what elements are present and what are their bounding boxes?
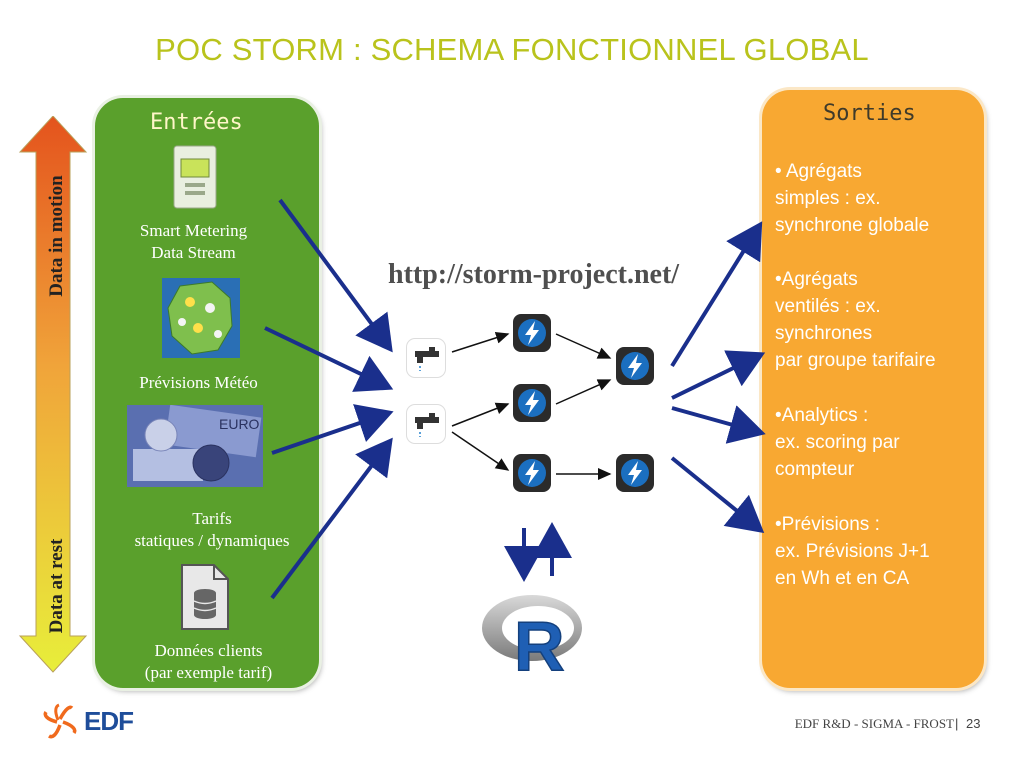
arrow-input-to-spout: [264, 326, 394, 392]
outputs-panel: [762, 90, 984, 688]
storm-bolt-icon: [513, 314, 551, 352]
smart-meter-icon: [173, 145, 217, 209]
storm-bolt-icon: [616, 347, 654, 385]
storm-bolt-icon: [513, 454, 551, 492]
input-label-weather: Prévisions Météo: [139, 373, 258, 392]
arrow-to-output: [670, 221, 763, 368]
input-label-customer-data: Données clients (par exemple tarif): [144, 641, 273, 682]
edf-logo-icon: [43, 703, 77, 739]
spout-tap-icon: [407, 339, 445, 377]
spout-tap-icon: [407, 405, 445, 443]
svg-text:R: R: [514, 607, 565, 674]
input-label-tariffs: Tarifs statiques / dynamiques: [134, 509, 290, 550]
storm-bolt-icon: [513, 384, 551, 422]
arrow-input-to-spout: [271, 404, 394, 455]
page-number: 23: [966, 716, 981, 731]
edf-logo-text: EDF: [84, 706, 134, 736]
input-label-smart-metering: Smart Metering Data Stream: [139, 221, 248, 262]
r-logo-icon: R: [482, 595, 582, 674]
arrow-to-output: [671, 350, 766, 400]
storm-bolt-icon: [616, 454, 654, 492]
topology-edge: [451, 402, 510, 427]
project-url: http://storm-project.net/: [388, 259, 680, 290]
data-state-arrow: [18, 116, 88, 673]
arrow-to-output: [670, 456, 765, 534]
topology-edge: [555, 379, 612, 405]
topology-edge: [555, 333, 612, 359]
money-icon: EURO: [127, 405, 263, 487]
topology-edge: [451, 431, 510, 471]
slide-title: POC STORM : SCHEMA FONCTIONNEL GLOBAL: [155, 32, 869, 67]
database-file-icon: [181, 564, 229, 630]
arrow-input-to-spout: [270, 437, 393, 600]
weather-map-icon: [162, 278, 240, 358]
footer-text: EDF R&D - SIGMA - FROST: [794, 716, 954, 731]
output-item: •Prévisions : ex. Prévisions J+1 en Wh e…: [775, 514, 930, 589]
topology-edge: [451, 331, 510, 353]
output-item: • Agrégats simples : ex. synchrone globa…: [775, 161, 930, 236]
svg-text:EURO: EURO: [219, 416, 260, 432]
footer-separator: |: [955, 716, 959, 731]
output-item: •Analytics : ex. scoring par compteur: [775, 405, 900, 480]
outputs-title: Sorties: [823, 101, 916, 126]
arrow-input-to-spout: [278, 198, 393, 353]
output-item: •Agrégats ventilés : ex. synchrones par …: [775, 269, 936, 371]
arrow-to-output: [671, 405, 766, 444]
inputs-title: Entrées: [150, 110, 243, 135]
